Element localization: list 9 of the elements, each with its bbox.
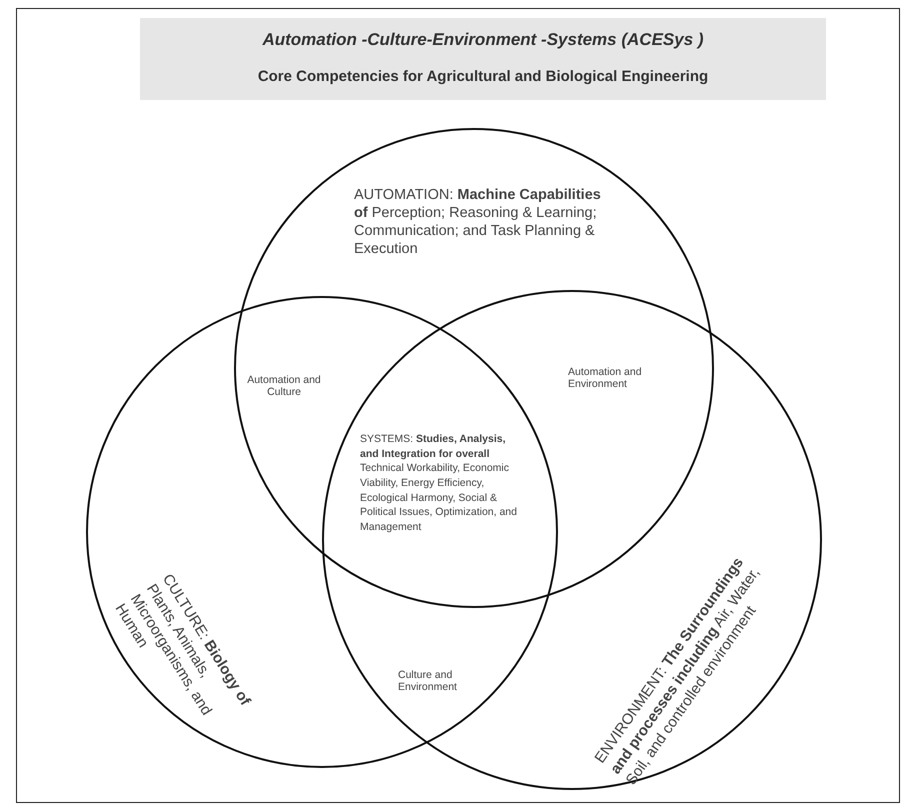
region-label: Automation and Culture — [246, 374, 322, 398]
circle-label: AUTOMATION: Machine Capabilities of Perception; Reasoning & Learning; Communication; and Task Planning & Execution — [354, 186, 602, 258]
venn-circle — [86, 296, 558, 768]
region-label: Culture and Environment — [398, 669, 458, 693]
diagram-title: Automation -Culture-Environment -Systems (ACESys ) — [261, 30, 705, 50]
subtitle: Core Competencies for Agricultural and Biological Engineering — [256, 68, 710, 85]
region-description: SYSTEMS: Studies, Analysis, and Integration for overall Technical Workability, Economic Viability, Energy Efficiency, Ecological Harmony, Social & Political Issues, Optimization, and Management — [360, 432, 518, 535]
region-label: Automation and Environment — [568, 366, 643, 390]
venn-circle — [322, 290, 822, 790]
